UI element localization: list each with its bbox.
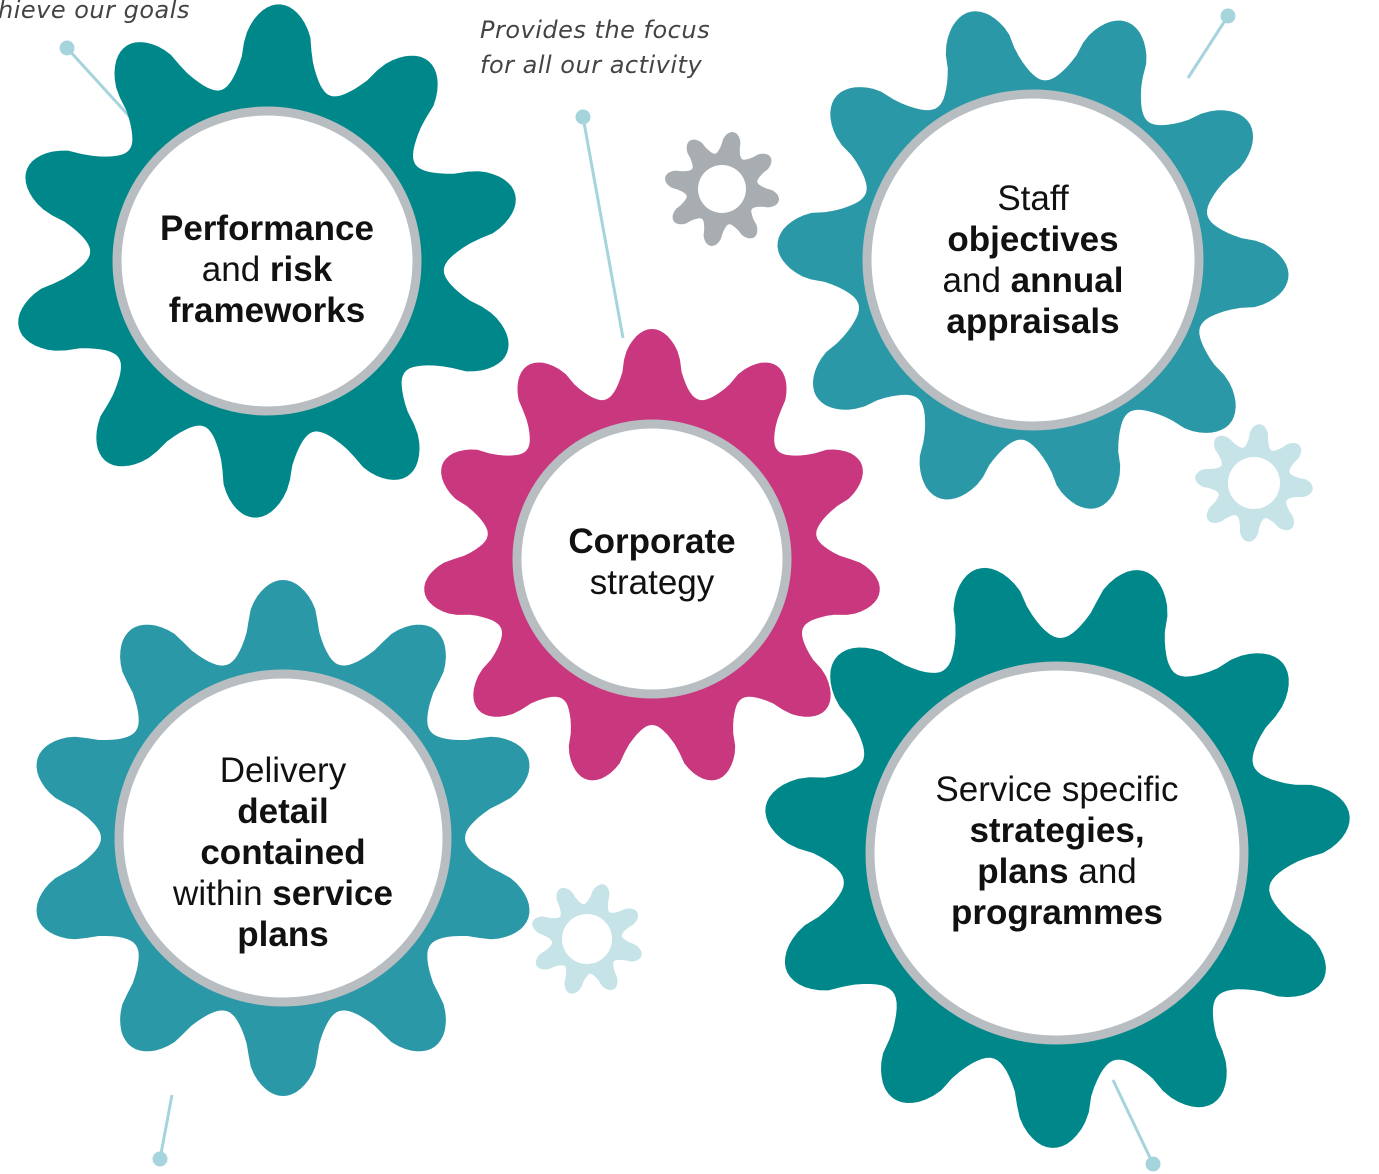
gear-staff-hub (862, 89, 1204, 431)
gear-service (765, 567, 1350, 1148)
label-word: service (272, 874, 393, 913)
connector-dot-bottom-left (152, 1151, 168, 1167)
gear-performance-hub (112, 106, 422, 416)
gear-performance (18, 4, 516, 518)
gear-delivery-hub (114, 669, 452, 1007)
gear-service-hub (865, 661, 1249, 1045)
label-word: strategies, (969, 811, 1145, 850)
connector-dot-top-center (575, 109, 591, 125)
small-gear-light-icon (1195, 424, 1313, 542)
label-word: plans (237, 915, 329, 954)
label-word: detail (237, 792, 329, 831)
label-word: and (201, 250, 270, 289)
label-word: strategy (589, 563, 715, 602)
caption-top-center-line1: Provides the focus (480, 16, 711, 44)
label-word: contained (200, 833, 366, 872)
connector-bottom-left (158, 1094, 174, 1160)
label-word: frameworks (168, 291, 366, 330)
gear-corporate-hub (512, 419, 792, 699)
label-word: risk (269, 250, 333, 289)
label-word: programmes (950, 893, 1164, 932)
gear-performance-label: Performance and risk frameworks (142, 208, 392, 331)
small-gear-light-icon (532, 884, 642, 994)
connectors (59, 8, 1236, 1172)
gear-staff (777, 11, 1289, 509)
gear-corporate (424, 329, 880, 781)
label-word: annual (1010, 261, 1124, 300)
label-word: within (173, 874, 273, 913)
label-word: objectives (947, 220, 1119, 259)
connector-bottom-right (1111, 1079, 1155, 1165)
connector-top-center (581, 116, 625, 339)
label-word: and (942, 261, 1011, 300)
label-word: plans (977, 852, 1069, 891)
gear-service-label: Service specific strategies, plans and p… (907, 769, 1207, 933)
caption-top-left: hieve our goals (0, 0, 190, 24)
label-word: Staff (997, 179, 1069, 218)
connector-dot-bottom-right (1145, 1156, 1161, 1172)
gear-delivery (36, 580, 530, 1096)
connector-top-right (1186, 15, 1230, 79)
gear-corporate-label: Corporate strategy (542, 521, 762, 603)
label-word: appraisals (946, 302, 1120, 341)
gear-staff-label: Staff objectives and annual appraisals (903, 178, 1163, 342)
connector-dot-top-left (59, 40, 75, 56)
label-word: Delivery (219, 751, 347, 790)
caption-top-center-line2: for all our activity (480, 51, 703, 79)
label-word: and (1068, 852, 1137, 891)
label-word: Performance (160, 209, 374, 248)
small-gear-grey-icon (665, 132, 779, 246)
label-word: Service specific (935, 770, 1179, 809)
gear-delivery-label: Delivery detail contained within service… (143, 750, 423, 955)
connector-dot-top-right (1220, 8, 1236, 24)
caption-top-center: Provides the focus for all our activity (480, 13, 710, 83)
label-word: Corporate (568, 522, 736, 561)
